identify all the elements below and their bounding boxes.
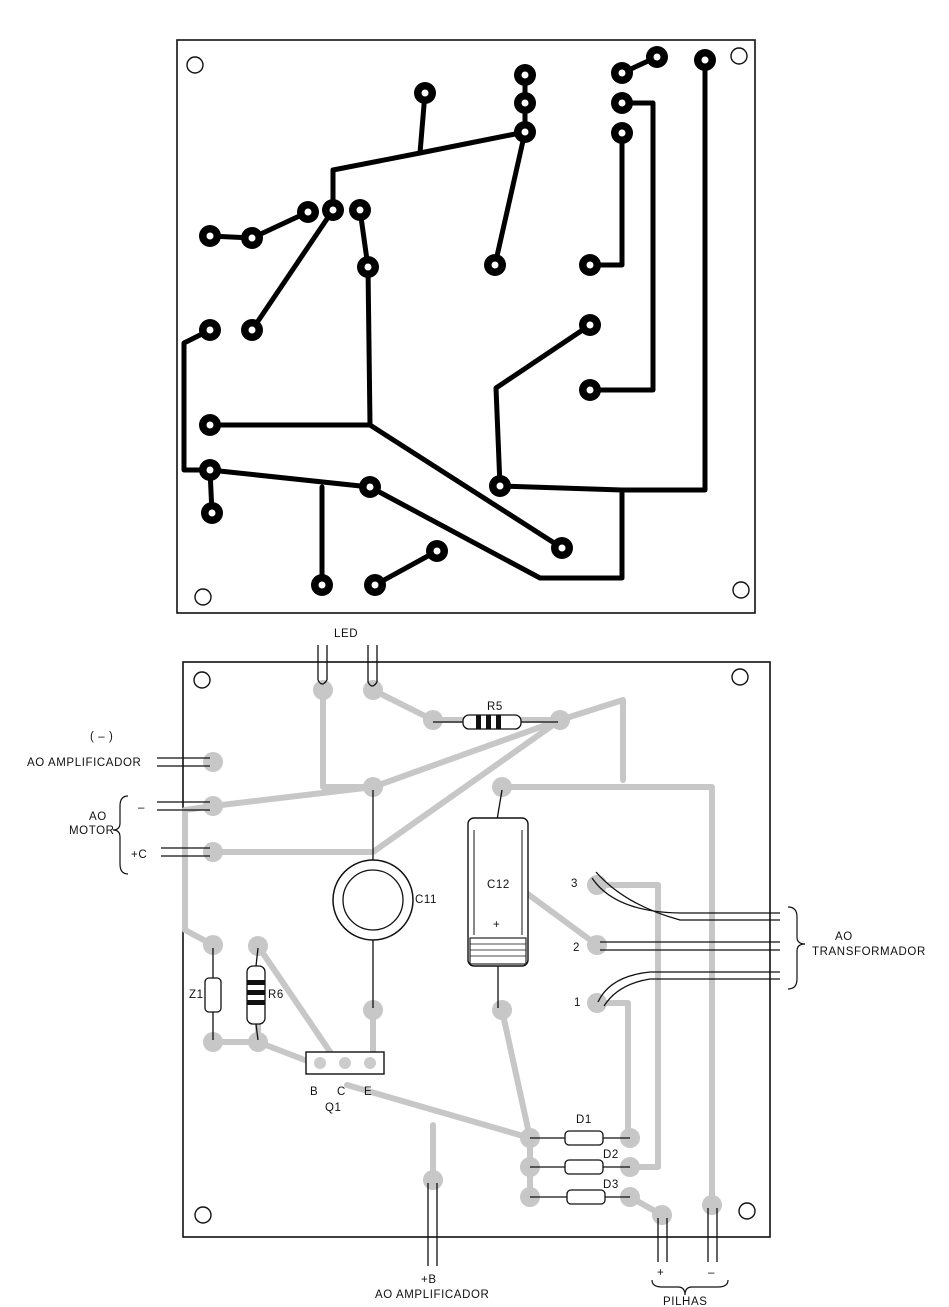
d2-label: D2 — [603, 1149, 619, 1161]
pcb-component-layout — [112, 645, 806, 1296]
diode-d3 — [530, 1189, 630, 1205]
brace-ao-transformador — [787, 906, 806, 990]
left-wires — [157, 757, 210, 857]
motor-minus-label: – — [138, 802, 145, 814]
c11-label: C11 — [415, 894, 437, 906]
bottom-leads — [427, 1183, 718, 1266]
led-leads — [317, 645, 378, 687]
pad-drill-holes — [206, 53, 709, 589]
zener-z1 — [204, 948, 222, 1040]
q1-b-label: B — [310, 1086, 318, 1098]
mounting-hole — [732, 581, 750, 599]
c12-label: C12 — [487, 879, 510, 891]
diode-d2 — [530, 1159, 630, 1175]
mounting-hole — [194, 1206, 212, 1224]
transistor-q1 — [305, 1051, 385, 1075]
plus-b-label: +B — [421, 1274, 437, 1286]
r5-label: R5 — [487, 701, 503, 713]
pilhas-label: PILHAS — [663, 1296, 708, 1307]
q1-c-label: C — [337, 1086, 346, 1098]
brace-ao-motor — [112, 795, 129, 875]
mounting-hole — [186, 56, 204, 74]
resistor-r6 — [246, 947, 266, 1041]
top-board-outline — [176, 39, 756, 614]
mounting-hole — [731, 668, 749, 686]
ao-transformador-line2-label: TRANSFORMADOR — [812, 946, 926, 958]
mounting-hole — [738, 1202, 756, 1220]
q1-e-label: E — [364, 1086, 372, 1098]
led-label: LED — [334, 628, 358, 640]
minus-paren-label: ( – ) — [90, 731, 113, 743]
brace-pilhas — [651, 1279, 729, 1296]
transformer-wires — [591, 871, 780, 1007]
d3-label: D3 — [603, 1179, 619, 1191]
pilhas-plus-label: + — [657, 1267, 664, 1279]
labels: LED ( – ) AO AMPLIFICADOR AO MOTOR – +C … — [27, 628, 926, 1307]
transformer-pin-3-label: 3 — [571, 878, 578, 890]
diode-d1 — [530, 1130, 630, 1146]
transformer-pin-2-label: 2 — [573, 942, 580, 954]
resistor-r5 — [433, 714, 558, 730]
transformer-pin-1-label: 1 — [574, 997, 581, 1009]
capacitor-c11 — [332, 790, 414, 1008]
r6-label: R6 — [268, 989, 284, 1001]
ao-amplificador-top-label: AO AMPLIFICADOR — [27, 757, 141, 769]
motor-plus-c-label: +C — [131, 849, 147, 861]
capacitor-c12 — [467, 789, 529, 1008]
ao-motor-line1-label: AO — [89, 811, 107, 823]
ao-amplificador-bottom-label: AO AMPLIFICADOR — [375, 1289, 489, 1301]
mounting-hole — [193, 671, 211, 689]
z1-label: Z1 — [189, 989, 204, 1001]
ghost-pads — [203, 680, 722, 1225]
q1-label: Q1 — [325, 1102, 342, 1114]
mounting-hole — [730, 47, 748, 65]
ao-motor-line2-label: MOTOR — [69, 825, 115, 837]
c12-plus-label: + — [493, 919, 500, 931]
pcb-copper-layout — [176, 39, 756, 614]
pilhas-minus-label: – — [708, 1267, 715, 1279]
d1-label: D1 — [576, 1114, 592, 1126]
mounting-hole — [194, 588, 212, 606]
ao-transformador-line1-label: AO — [835, 931, 853, 943]
solder-pads — [199, 46, 716, 596]
